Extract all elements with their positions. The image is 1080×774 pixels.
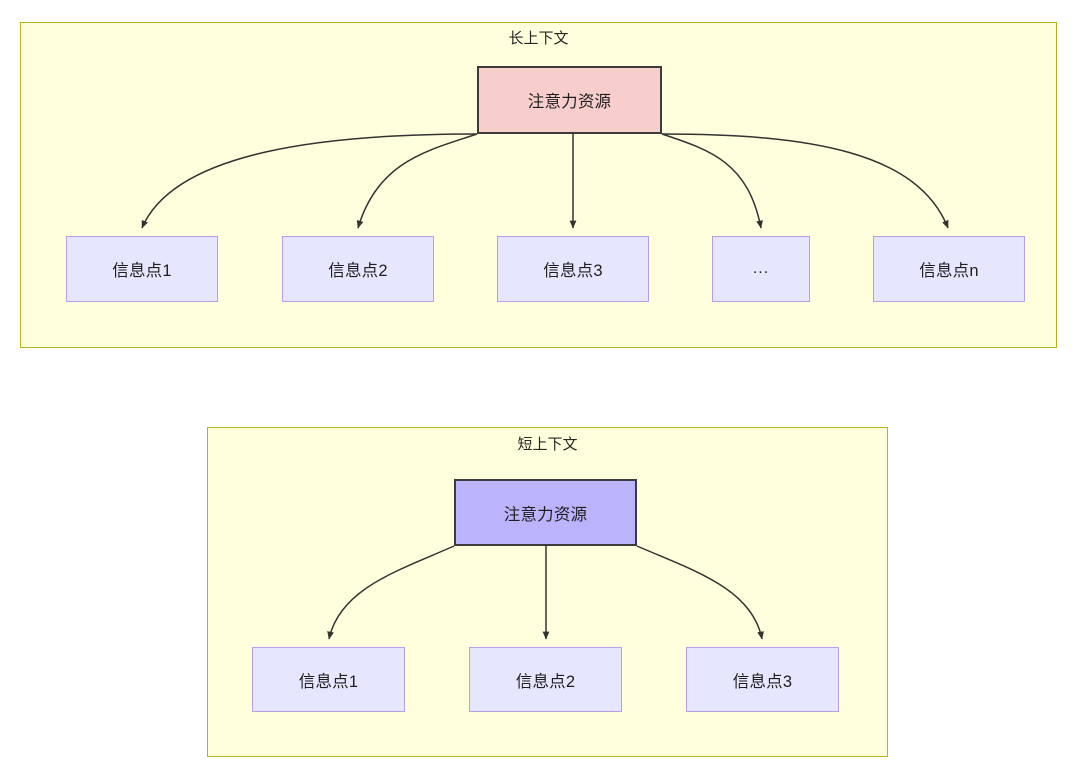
- node-label: 信息点3: [543, 262, 603, 280]
- node-label: 信息点n: [919, 262, 979, 280]
- node-label: 信息点2: [328, 262, 388, 280]
- node-label: 信息点3: [732, 672, 793, 691]
- node-attention-resource-long[interactable]: 注意力资源: [477, 66, 662, 134]
- node-info-point-3-short[interactable]: 信息点3: [686, 647, 839, 712]
- node-label: 信息点1: [112, 262, 172, 280]
- node-label: 信息点2: [515, 672, 576, 691]
- node-info-point-1-long[interactable]: 信息点1: [66, 236, 218, 302]
- node-label: 注意力资源: [503, 505, 588, 524]
- node-info-point-ellipsis-long[interactable]: ...: [712, 236, 810, 302]
- node-label: 注意力资源: [527, 93, 612, 111]
- node-info-point-2-long[interactable]: 信息点2: [282, 236, 434, 302]
- node-info-point-2-short[interactable]: 信息点2: [469, 647, 622, 712]
- node-label: ...: [752, 260, 770, 277]
- node-attention-resource-short[interactable]: 注意力资源: [454, 479, 637, 546]
- group-short-context-title: 短上下文: [517, 436, 578, 453]
- node-info-point-1-short[interactable]: 信息点1: [252, 647, 405, 712]
- group-long-context-title: 长上下文: [508, 30, 569, 47]
- node-label: 信息点1: [298, 672, 359, 691]
- node-info-point-3-long[interactable]: 信息点3: [497, 236, 649, 302]
- node-info-point-n-long[interactable]: 信息点n: [873, 236, 1025, 302]
